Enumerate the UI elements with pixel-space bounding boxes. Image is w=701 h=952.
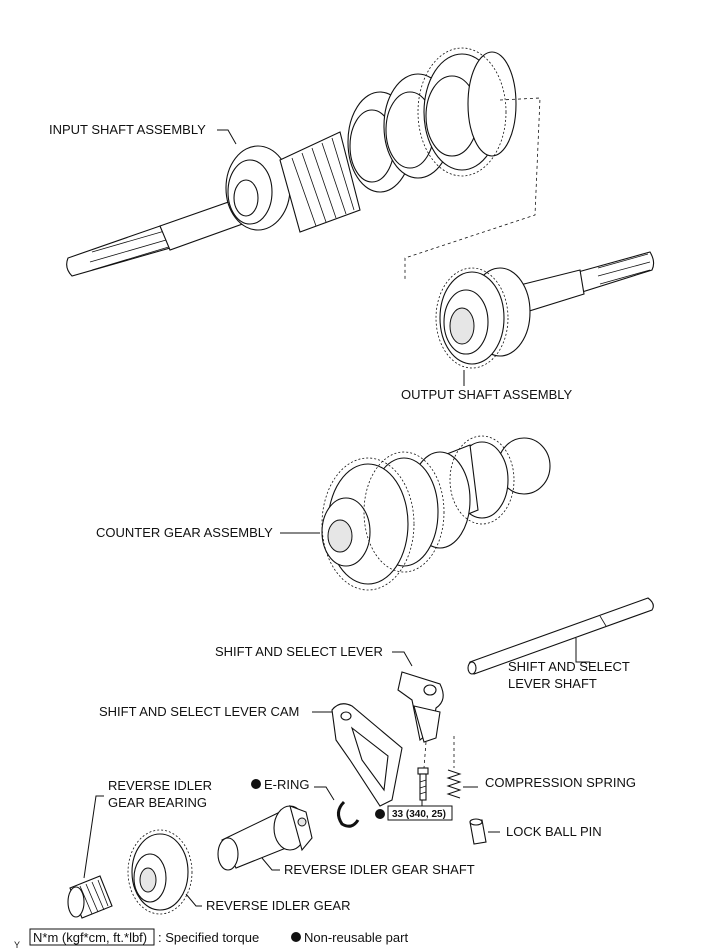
reverse-idler-bearing-label-1: REVERSE IDLER [108, 778, 212, 793]
shift-select-lever-label: SHIFT AND SELECT LEVER [215, 644, 383, 659]
shift-select-lever-cam [331, 703, 403, 807]
counter-gear-label: COUNTER GEAR ASSEMBLY [96, 525, 273, 540]
e-ring [337, 800, 360, 828]
compression-spring-label: COMPRESSION SPRING [485, 775, 636, 790]
lock-ball-pin [469, 818, 487, 845]
shift-select-lever-cam-label: SHIFT AND SELECT LEVER CAM [99, 704, 299, 719]
non-reusable-dot-icon [251, 779, 261, 789]
reverse-idler-gear-shaft [217, 805, 313, 871]
reverse-idler-gear-label: REVERSE IDLER GEAR [206, 898, 351, 913]
compression-spring [446, 769, 462, 799]
corner-mark: Y [14, 940, 20, 950]
torque-box [387, 805, 453, 821]
reverse-idler-bearing-label-2: GEAR BEARING [108, 795, 207, 810]
legend-torque-desc: : Specified torque [158, 930, 259, 945]
output-shaft-label: OUTPUT SHAFT ASSEMBLY [401, 387, 573, 402]
reverse-idler-gear-shaft-label: REVERSE IDLER GEAR SHAFT [284, 862, 475, 877]
input-shaft-assembly [66, 47, 517, 277]
shift-select-lever [397, 671, 444, 743]
counter-gear-assembly [321, 435, 551, 591]
legend-torque-box [29, 928, 155, 946]
reverse-idler-gear [127, 829, 193, 915]
shift-select-lever-shaft [467, 597, 654, 675]
non-reusable-dot-icon [291, 932, 301, 942]
legend-torque-unit: N*m (kgf*cm, ft.*lbf) [33, 930, 147, 945]
torque-value: 33 (340, 25) [392, 809, 446, 820]
legend-non-reusable: Non-reusable part [304, 930, 408, 945]
reverse-idler-gear-bearing [67, 875, 113, 919]
lock-ball-pin-label: LOCK BALL PIN [506, 824, 602, 839]
e-ring-label: E-RING [264, 777, 310, 792]
bolt [417, 767, 429, 801]
non-reusable-dot-icon [375, 809, 385, 819]
output-shaft-assembly [435, 251, 655, 369]
shift-select-lever-shaft-label-2: LEVER SHAFT [508, 676, 597, 691]
shift-select-lever-shaft-label-1: SHIFT AND SELECT [508, 659, 630, 674]
input-shaft-label: INPUT SHAFT ASSEMBLY [49, 122, 206, 137]
